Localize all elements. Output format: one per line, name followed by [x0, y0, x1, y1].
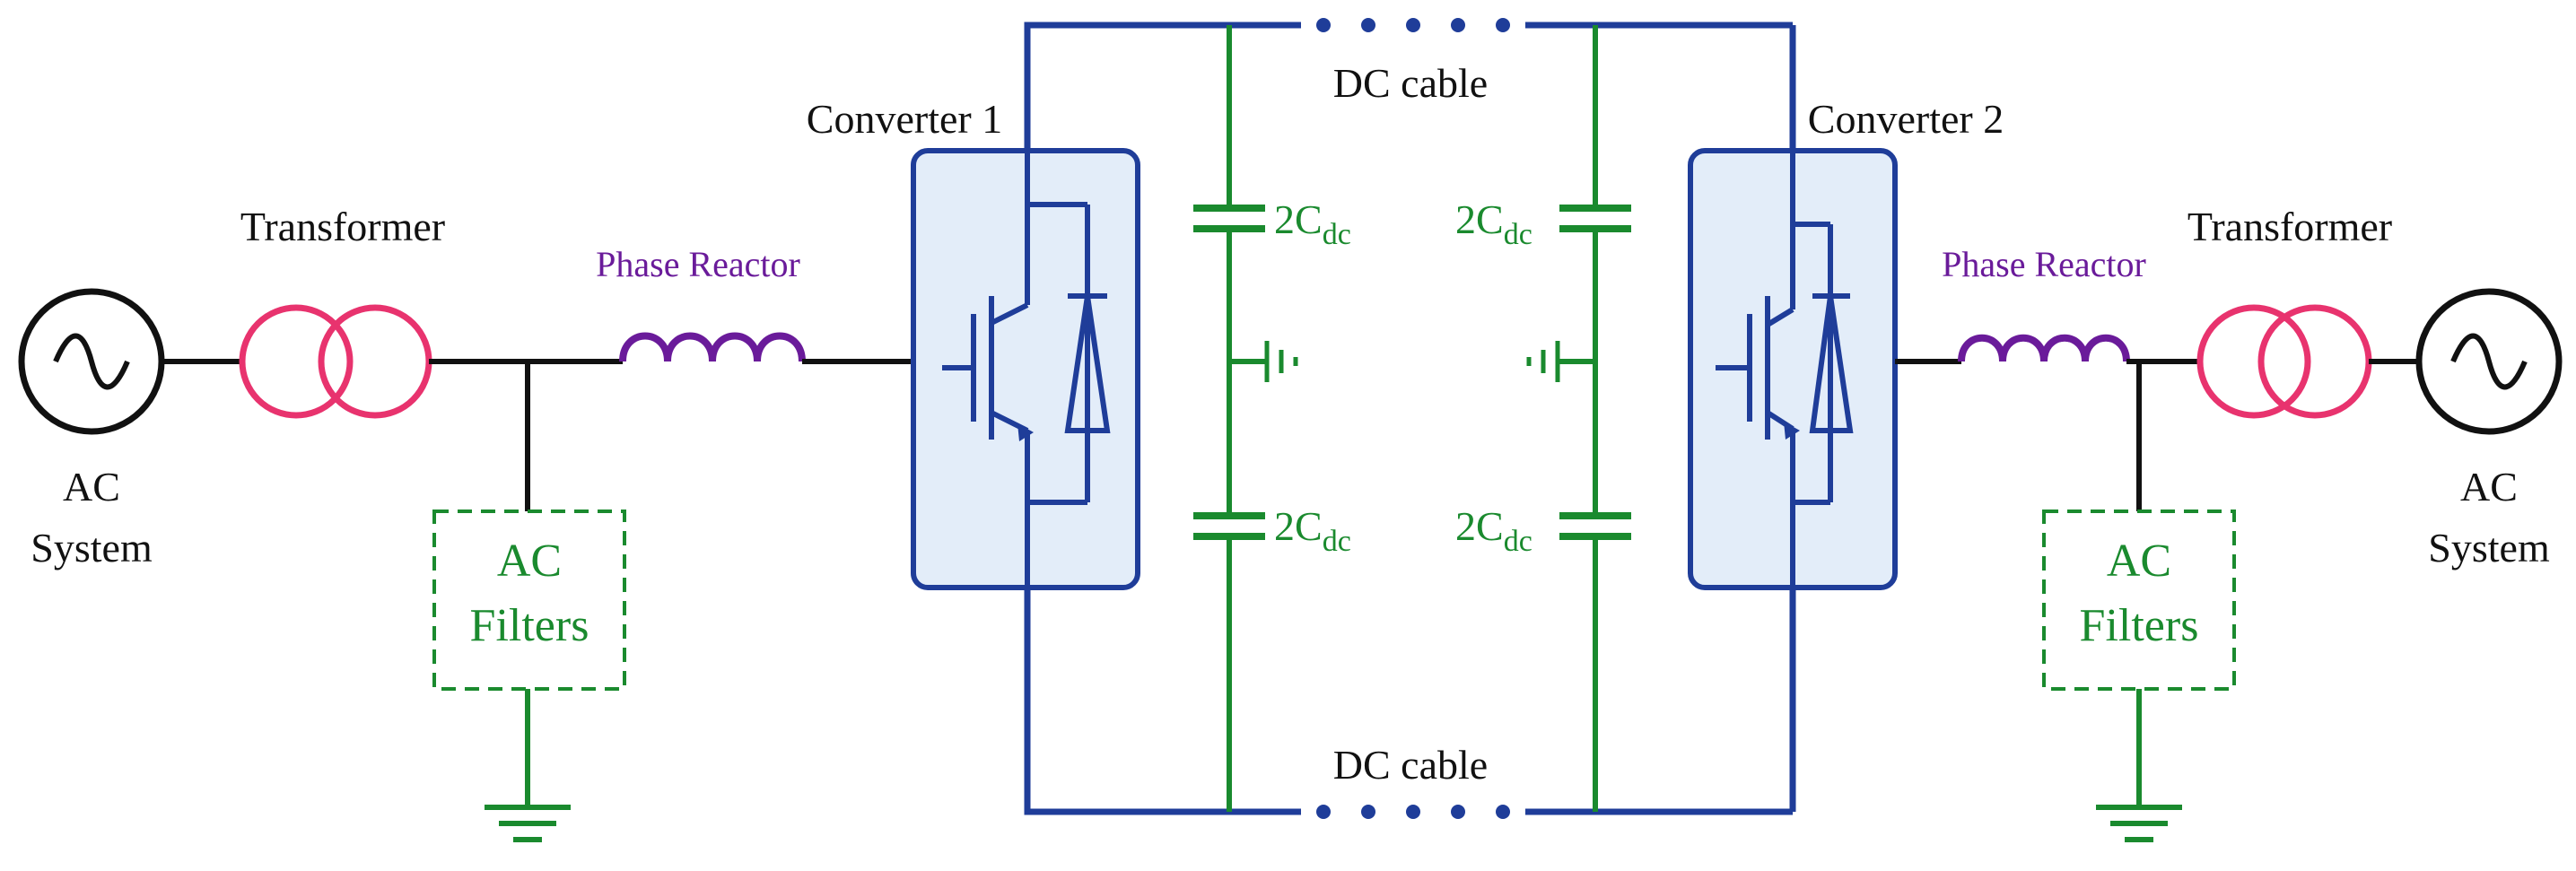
- igbt-diode-icon: [1716, 151, 1854, 588]
- two-winding-transformer-icon: [239, 304, 354, 419]
- dc-cable-bottom-dots: [1316, 805, 1510, 819]
- ac-filters-right-label-line1: AC: [2107, 536, 2171, 587]
- inductor-coil-icon: [1958, 334, 2130, 362]
- phase-reactor-left-label: Phase Reactor: [596, 244, 800, 284]
- ground-icon: [1264, 341, 1298, 382]
- transformer-left-label: Transformer: [240, 204, 445, 249]
- ground-icon: [485, 805, 571, 842]
- dc-cable-bottom-label: DC cable: [1333, 742, 1488, 788]
- transformer-right: [2196, 304, 2372, 419]
- dc-capacitors-right: [1526, 25, 1631, 812]
- transformer-right-label: Transformer: [2187, 204, 2392, 249]
- phase-reactor-right: [1958, 334, 2130, 362]
- dc-capacitors-left: [1193, 25, 1298, 812]
- ground-icon: [2096, 805, 2182, 842]
- two-winding-transformer-icon: [2196, 304, 2311, 419]
- ac-system-left-label-line1: AC: [63, 464, 120, 510]
- converter-1-label: Converter 1: [807, 96, 1002, 142]
- ac-system-right-label-line1: AC: [2460, 464, 2518, 510]
- ac-filters-right-label-line2: Filters: [2080, 600, 2199, 651]
- ac-source-left: [18, 288, 165, 435]
- phase-reactor-left: [619, 332, 806, 362]
- capacitor-label-left-bottom: 2Cdc: [1274, 503, 1351, 558]
- ac-system-right-label-line2: System: [2428, 525, 2550, 571]
- sine-wave-icon: [2450, 333, 2528, 390]
- igbt-diode-icon: [942, 151, 1111, 588]
- ground-icon: [1526, 341, 1560, 382]
- capacitor-label-right-top: 2Cdc: [1455, 196, 1533, 251]
- dc-cable-top-label: DC cable: [1333, 60, 1488, 106]
- ac-source-right: [2415, 288, 2563, 435]
- dc-cable-top-dots: [1316, 18, 1510, 32]
- ac-system-left-label-line2: System: [31, 525, 153, 571]
- converter-2-block: [1688, 148, 1898, 590]
- ac-filters-left-label-line2: Filters: [470, 600, 589, 651]
- transformer-left: [239, 304, 432, 419]
- phase-reactor-right-label: Phase Reactor: [1942, 244, 2146, 284]
- capacitor-label-left-top: 2Cdc: [1274, 196, 1351, 251]
- capacitor-label-right-bottom: 2Cdc: [1455, 503, 1533, 558]
- sine-wave-icon: [53, 333, 130, 390]
- inductor-coil-icon: [619, 332, 806, 362]
- converter-1-block: [911, 148, 1140, 590]
- ac-filters-left: [432, 510, 626, 842]
- dc-link: [1024, 18, 1796, 819]
- ac-filters-right: [2042, 510, 2236, 842]
- ac-filters-left-label-line1: AC: [497, 536, 562, 587]
- converter-2-label: Converter 2: [1808, 96, 2004, 142]
